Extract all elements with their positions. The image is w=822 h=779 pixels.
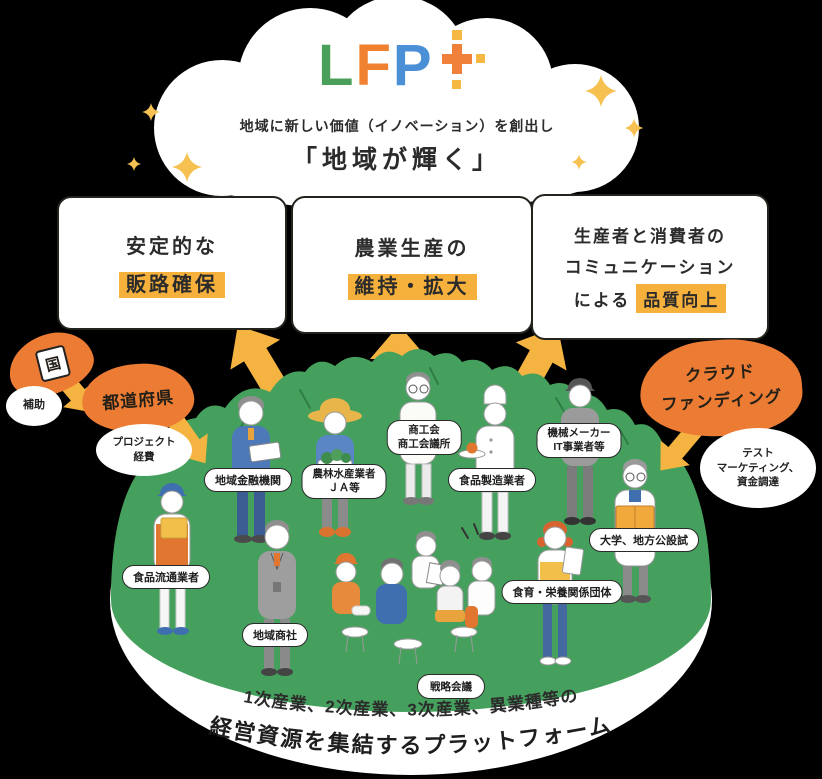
actor-label-agriculture: 農林水産業者 ＪＡ等 bbox=[301, 464, 387, 500]
benefit-highlight: 販路確保 bbox=[119, 271, 225, 298]
logo-letter-p: P bbox=[392, 33, 434, 98]
expense-line1: プロジェクト bbox=[112, 436, 176, 449]
test-line2: マーケティング、 bbox=[716, 461, 800, 474]
actor-line: ＪＡ等 bbox=[328, 481, 360, 494]
test-marketing-bubble: テスト マーケティング、 資金調達 bbox=[700, 428, 816, 508]
actor-line: 農林水産業者 bbox=[312, 468, 376, 480]
meeting-group-illustration bbox=[332, 523, 496, 665]
actor-line: 商工会 bbox=[408, 424, 440, 436]
actor-label-nutrition: 食育・栄養関係団体 bbox=[501, 580, 623, 604]
actor-line: 商工会議所 bbox=[397, 437, 451, 450]
logo-plus-pixels-icon bbox=[441, 30, 485, 89]
country-label: 国 bbox=[34, 344, 72, 383]
prefecture-label: 都道府県 bbox=[101, 387, 175, 413]
cloud-tagline: 地域に新しい価値（イノベーション）を創出し bbox=[239, 118, 555, 134]
cloud-headline: 「地域が輝く」 bbox=[291, 146, 502, 174]
benefit-line: コミュニケーション bbox=[564, 257, 736, 277]
actor-label-financial: 地域金融機関 bbox=[204, 468, 292, 492]
benefit-line: による bbox=[573, 290, 631, 310]
logo-letter-f: F bbox=[355, 33, 393, 98]
actor-label-university: 大学、地方公設試 bbox=[589, 528, 699, 552]
benefit-highlight: 維持・拡大 bbox=[347, 273, 477, 300]
subsidy-label: 補助 bbox=[23, 399, 45, 412]
sparkle-icons bbox=[127, 75, 644, 182]
cloud-shape bbox=[154, 0, 639, 211]
benefit-line: 生産者と消費者の bbox=[574, 226, 726, 246]
test-line1: テスト bbox=[742, 446, 774, 459]
actor-line: 機械メーカー bbox=[547, 427, 611, 439]
logo-letter-l: L bbox=[318, 33, 356, 98]
benefit-line: 農業生産の bbox=[354, 237, 470, 260]
distributor-illustration bbox=[153, 483, 191, 635]
benefit-box-production: 農業生産の 維持・拡大 bbox=[291, 196, 533, 334]
crowdfunding-line1: クラウド bbox=[684, 362, 756, 386]
lfp-logo: L F P bbox=[318, 30, 486, 98]
actor-label-trading: 地域商社 bbox=[242, 623, 308, 647]
actor-label-distributor: 食品流通業者 bbox=[122, 565, 210, 589]
subsidy-bubble: 補助 bbox=[6, 386, 62, 426]
benefit-box-sales: 安定的な 販路確保 bbox=[57, 196, 287, 330]
benefit-box-quality: 生産者と消費者の コミュニケーション による 品質向上 bbox=[531, 194, 769, 340]
project-expense-bubble: プロジェクト 経費 bbox=[96, 424, 192, 476]
actor-line: IT事業者等 bbox=[553, 440, 605, 453]
benefit-highlight: 品質向上 bbox=[636, 283, 727, 313]
strategy-meeting-bubble: 戦略会議 bbox=[417, 674, 485, 699]
expense-line2: 経費 bbox=[133, 451, 155, 463]
actor-label-machine-it: 機械メーカー IT事業者等 bbox=[536, 423, 622, 459]
benefit-line: 安定的な bbox=[126, 235, 218, 258]
test-line3: 資金調達 bbox=[737, 476, 779, 489]
actor-label-food-maker: 食品製造業者 bbox=[448, 468, 536, 492]
crowdfunding-line2: ファンディング bbox=[660, 387, 784, 415]
actor-label-chamber: 商工会 商工会議所 bbox=[386, 420, 462, 456]
